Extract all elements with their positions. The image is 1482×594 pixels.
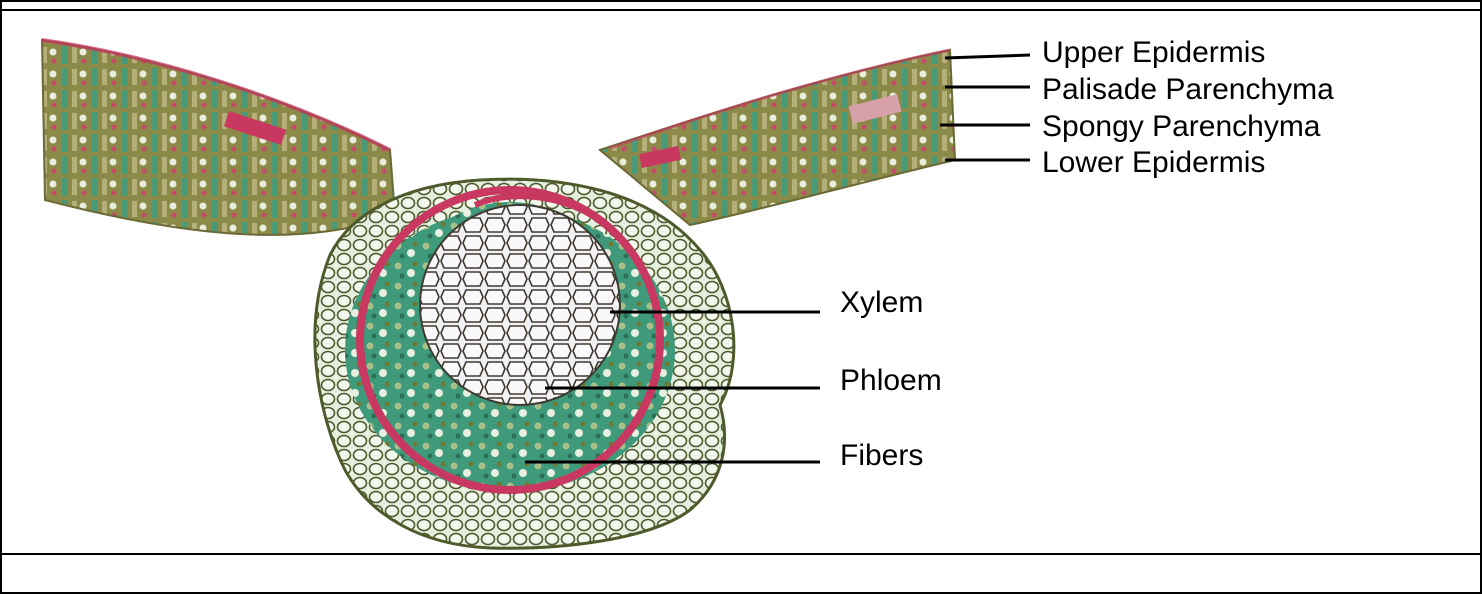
label-spongy-parenchyma: Spongy Parenchyma <box>1042 110 1321 143</box>
midrib <box>315 179 734 548</box>
label-xylem: Xylem <box>840 286 923 319</box>
label-palisade-parenchyma: Palisade Parenchyma <box>1042 73 1334 106</box>
label-lower-epidermis: Lower Epidermis <box>1042 146 1265 179</box>
label-upper-epidermis: Upper Epidermis <box>1042 36 1265 69</box>
label-fibers: Fibers <box>840 439 923 472</box>
label-phloem: Phloem <box>840 364 942 397</box>
